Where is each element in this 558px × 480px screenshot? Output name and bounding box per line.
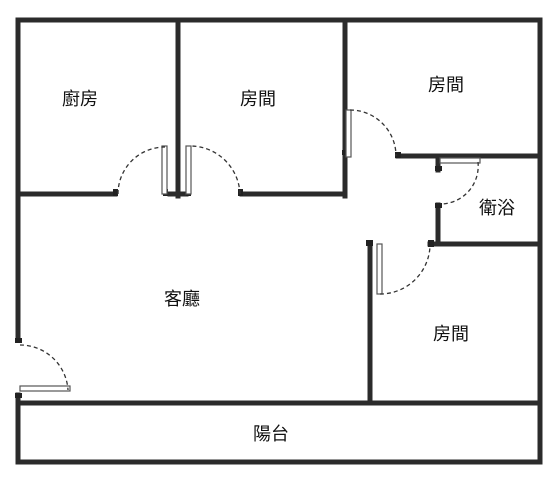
bedroom-middle-door [185,145,243,196]
interior-walls [15,17,543,406]
room-label-bedroom-bottom-right: 房間 [433,324,469,345]
room-label-kitchen: 廚房 [62,89,98,110]
room-label-bathroom: 衛浴 [479,198,515,219]
bedroom-bottom-right-door [366,240,434,295]
room-label-bedroom-top-right: 房間 [428,75,464,96]
room-label-bedroom-top-middle: 房間 [240,89,276,110]
kitchen-door [113,145,168,196]
room-label-living-room: 客廳 [164,289,200,310]
bedroom-top-right-door [342,109,401,158]
outer-walls [15,17,543,465]
room-label-balcony: 陽台 [253,424,289,445]
bathroom-door [435,157,481,208]
entrance-door [15,338,71,398]
